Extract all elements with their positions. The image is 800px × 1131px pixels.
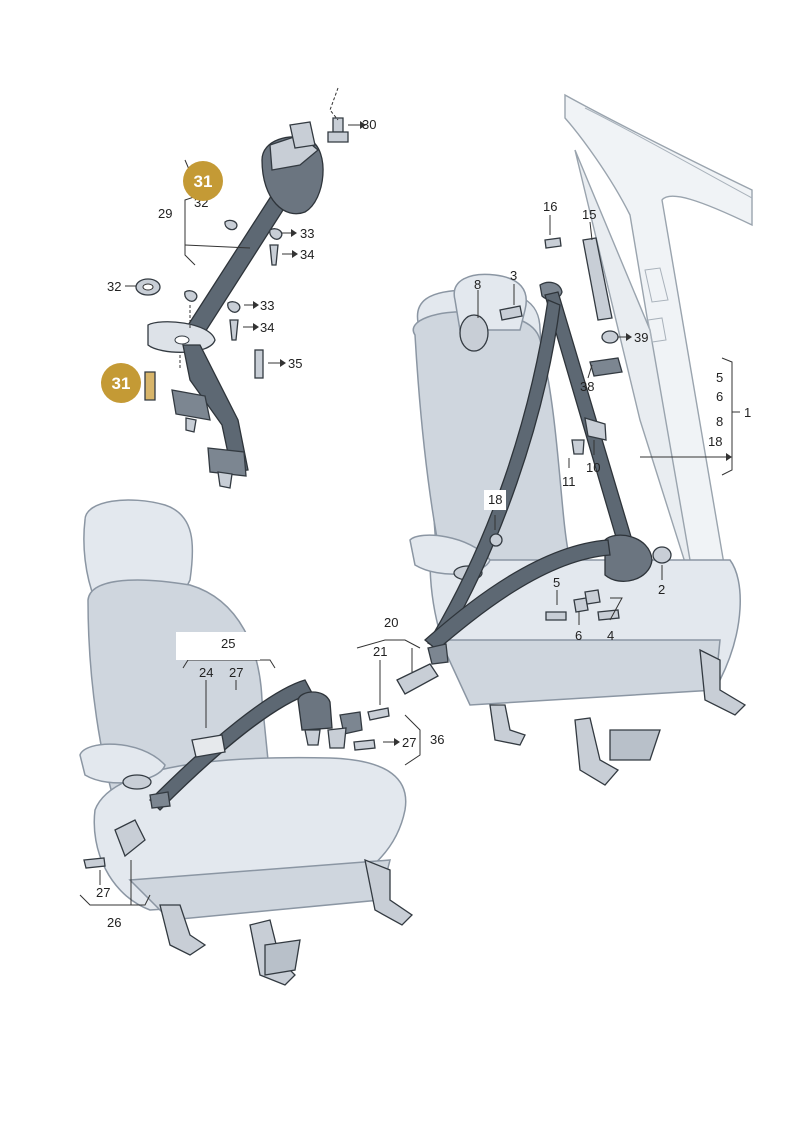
center-belt-assembly [83, 663, 439, 869]
label-33-a: 33 [300, 226, 314, 241]
label-39: 39 [634, 330, 648, 345]
rear-retractor-assembly [135, 117, 349, 489]
label-34-a: 34 [300, 247, 314, 262]
leader-lines [79, 87, 740, 906]
label-10: 10 [586, 460, 600, 475]
label-11: 11 [562, 474, 576, 489]
label-1: 1 [744, 405, 751, 420]
b-pillar-panel [564, 93, 753, 611]
label-32-b: 32 [107, 279, 121, 294]
label-4: 4 [607, 628, 614, 643]
highlight-badge-bottom[interactable]: 31 [101, 363, 141, 403]
label-27-b: 27 [402, 735, 416, 750]
label-34-b: 34 [260, 320, 274, 335]
label-18-a: 18 [708, 434, 722, 449]
label-8-a: 8 [474, 277, 481, 292]
label-38: 38 [580, 379, 594, 394]
label-20: 20 [384, 615, 398, 630]
label-29: 29 [158, 206, 172, 221]
badge-circle [101, 363, 141, 403]
label-30: 30 [362, 117, 376, 132]
label-27-a: 27 [229, 665, 243, 680]
label-3: 3 [510, 268, 517, 283]
badge-31-bottom: 31 [112, 374, 131, 393]
label-5-a: 5 [716, 370, 723, 385]
label-27-c: 27 [96, 885, 110, 900]
badge-circle [183, 161, 223, 201]
label-33-b: 33 [260, 298, 274, 313]
label-8-b: 8 [716, 414, 723, 429]
label-35: 35 [288, 356, 302, 371]
label-24: 24 [199, 665, 213, 680]
label-16: 16 [543, 199, 557, 214]
badge-31-top: 31 [194, 172, 213, 191]
label-18-b: 18 [488, 492, 502, 507]
front-seat [79, 499, 414, 986]
part-labels: 30 29 32 33 34 32 33 34 35 16 15 8 3 39 … [96, 117, 751, 930]
label-25: 25 [221, 636, 235, 651]
label-21: 21 [373, 644, 387, 659]
label-5-b: 5 [553, 575, 560, 590]
label-6-b: 6 [575, 628, 582, 643]
label-6-a: 6 [716, 389, 723, 404]
label-36: 36 [430, 732, 444, 747]
highlight-badge-top[interactable]: 31 [183, 161, 223, 201]
pillar-belt-assembly [424, 237, 672, 665]
label-26: 26 [107, 915, 121, 930]
label-2: 2 [658, 582, 665, 597]
label-15: 15 [582, 207, 596, 222]
